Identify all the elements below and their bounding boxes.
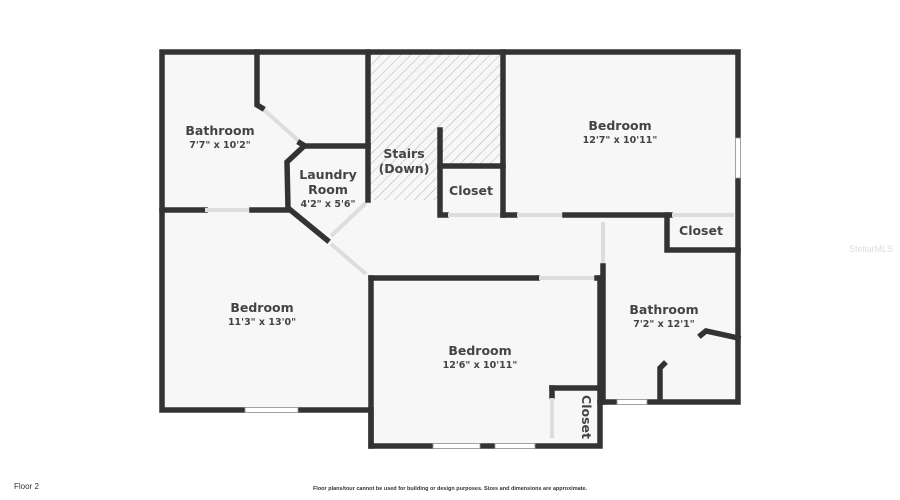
- room-bedroom-left-dims: 11'3" x 13'0": [228, 317, 296, 328]
- room-bathroom2-name: Bathroom: [629, 302, 698, 317]
- room-closet-right-name: Closet: [679, 223, 723, 238]
- room-laundry-dims: 4'2" x 5'6": [301, 199, 356, 210]
- watermark: StellarMLS: [849, 244, 894, 254]
- room-bathroom1-dims: 7'7" x 10'2": [189, 140, 251, 151]
- room-stairs-name-2: (Down): [379, 161, 430, 176]
- room-stairs-name-1: Stairs: [383, 146, 424, 161]
- room-bedroom-middle-name: Bedroom: [448, 343, 511, 358]
- walls: [159, 49, 742, 449]
- room-bedroom-middle-dims: 12'6" x 10'11": [443, 360, 518, 371]
- floor-area: [162, 52, 738, 446]
- disclaimer: Floor plans/tour cannot be used for buil…: [312, 486, 588, 492]
- room-laundry-name-2: Room: [308, 182, 348, 197]
- room-bedroom-left-name: Bedroom: [230, 300, 293, 315]
- room-closet-stairs-name: Closet: [449, 183, 493, 198]
- room-bedroom-top-right-name: Bedroom: [588, 118, 651, 133]
- room-laundry-name-1: Laundry: [299, 167, 356, 182]
- room-bathroom1-name: Bathroom: [185, 123, 254, 138]
- room-closet-small-name: Closet: [579, 395, 594, 439]
- windows: [244, 137, 741, 449]
- room-bedroom-top-right-dims: 12'7" x 10'11": [583, 135, 658, 146]
- room-labels: Bathroom 7'7" x 10'2" Laundry Room 4'2" …: [185, 118, 723, 439]
- room-bathroom2-dims: 7'2" x 12'1": [633, 319, 695, 330]
- floor-label: Floor 2: [14, 482, 39, 491]
